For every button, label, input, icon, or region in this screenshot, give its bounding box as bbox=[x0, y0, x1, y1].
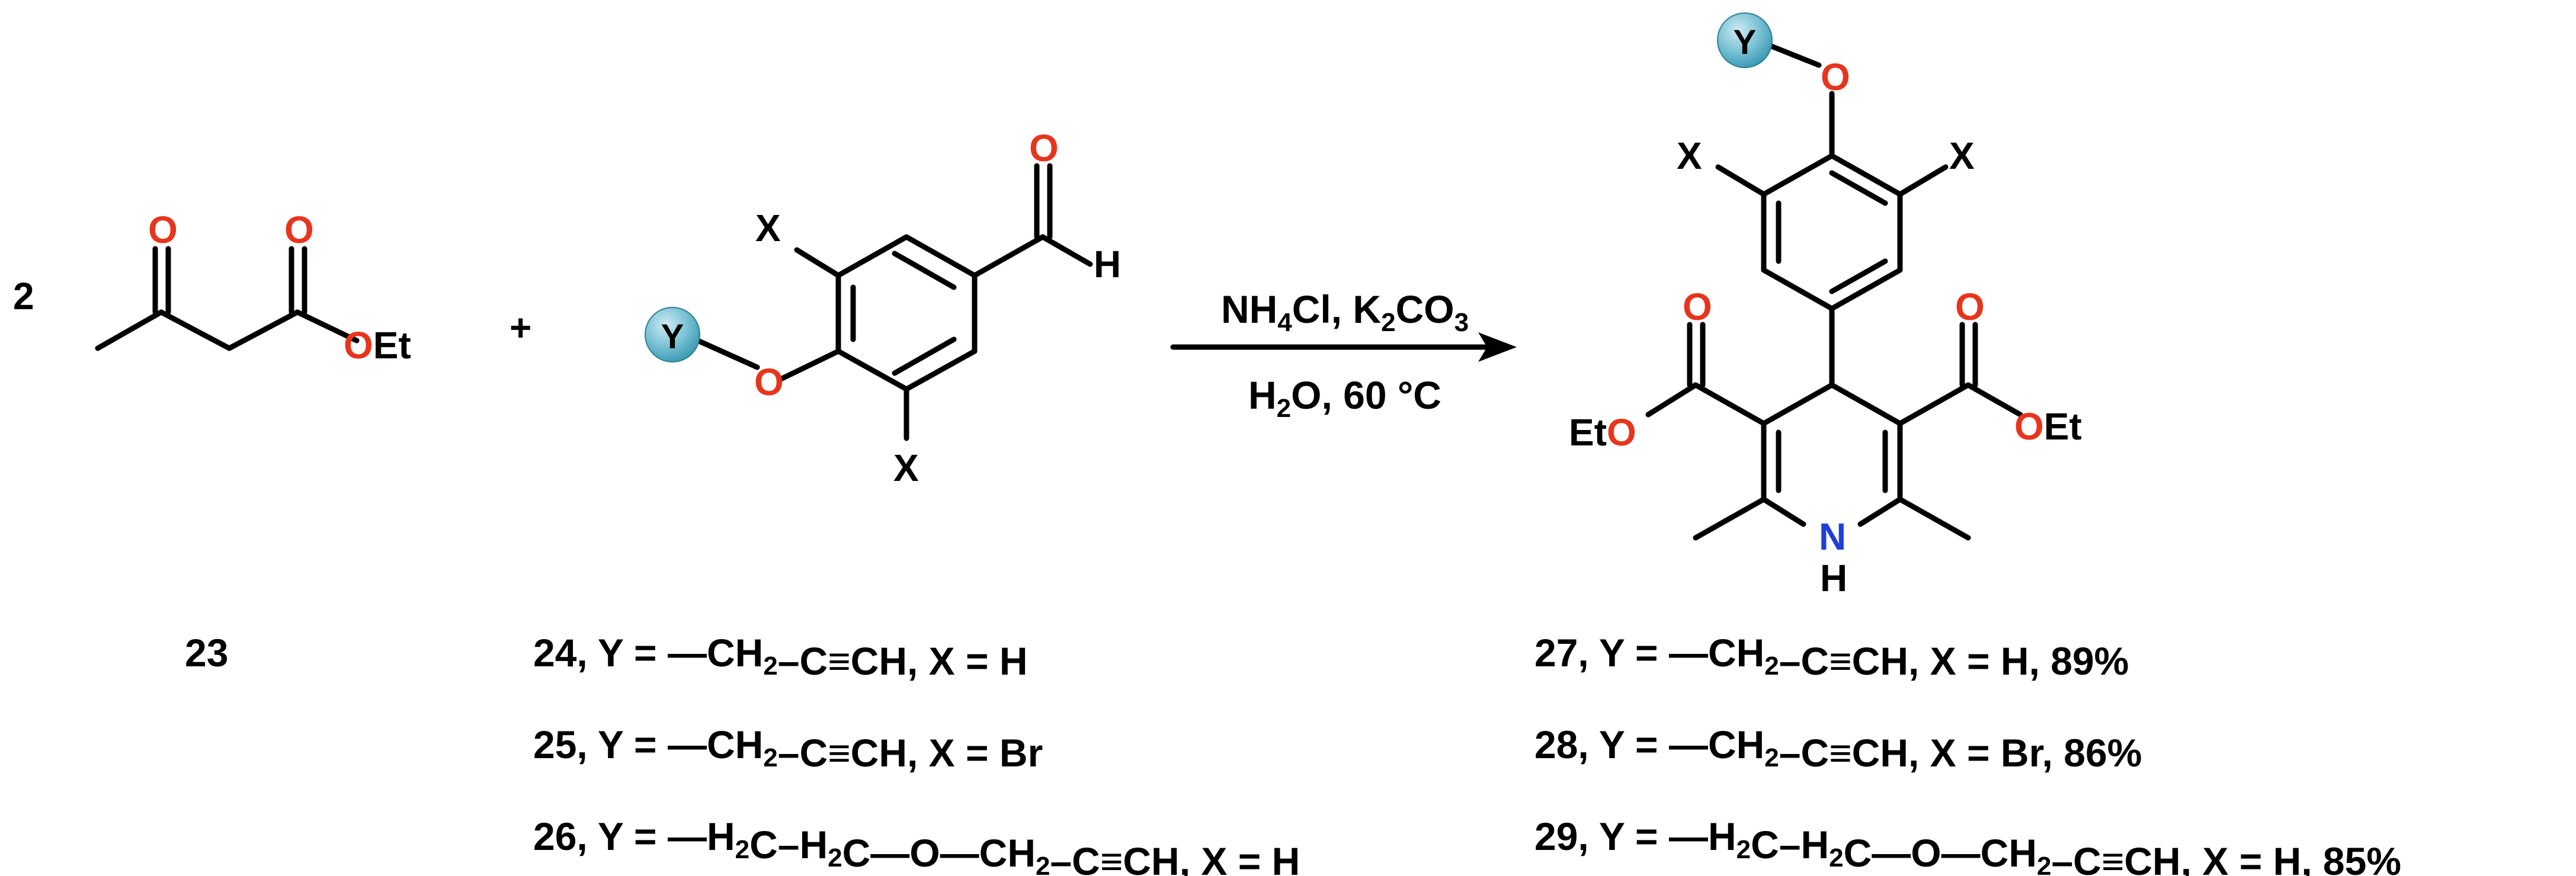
product-left-x-label: X bbox=[1677, 134, 1702, 177]
upper-x-substituent-label: X bbox=[755, 207, 781, 249]
ether-oxygen-label: O bbox=[754, 361, 784, 403]
ketoester-compound-number: 23 bbox=[185, 631, 228, 675]
legend-row: 27, Y = —CH2–C≡CH, X = H, 89% bbox=[1534, 631, 2129, 683]
nh-hydrogen-label: H bbox=[1820, 557, 1847, 599]
left-ethoxy-group-label: EtO bbox=[1569, 411, 1636, 454]
y-group-sphere bbox=[645, 307, 700, 362]
product-right-x-label: X bbox=[1949, 134, 1975, 177]
right-ester-carbonyl-oxygen-label: O bbox=[1955, 285, 1985, 328]
legend-row: 24, Y = —CH2–C≡CH, X = H bbox=[533, 631, 1028, 683]
right-ethoxy-group-label: OEt bbox=[2014, 405, 2082, 448]
benzaldehyde-structure: O H X X O Y bbox=[645, 127, 1121, 489]
ethyl-acetoacetate-structure: 2 O O OEt bbox=[13, 208, 411, 367]
product-ether-oxygen-label: O bbox=[1821, 56, 1850, 98]
legend-row: 26, Y = —H2C–H2C—O—CH2–C≡CH, X = H bbox=[533, 814, 1300, 876]
reaction-arrow bbox=[1170, 332, 1517, 362]
solvent-temperature-label: H2O, 60 °C bbox=[1248, 373, 1441, 423]
stoichiometric-coefficient: 2 bbox=[13, 275, 34, 317]
legend-row: 25, Y = —CH2–C≡CH, X = Br bbox=[533, 723, 1043, 775]
left-ester-carbonyl-oxygen-label: O bbox=[1683, 285, 1712, 328]
y-group-label: Y bbox=[661, 317, 684, 356]
product-label-29: 29, Y = —H2C–H2C—O—CH2–C≡CH, X = H, 85% bbox=[1534, 814, 2401, 876]
aldehyde-label-26: 26, Y = —H2C–H2C—O—CH2–C≡CH, X = H bbox=[533, 814, 1300, 876]
ester-carbonyl-oxygen-label: O bbox=[284, 208, 314, 251]
aldehyde-label-24: 24, Y = —CH2–C≡CH, X = H bbox=[533, 631, 1028, 683]
aldehyde-oxygen-label: O bbox=[1029, 127, 1059, 169]
ketone-oxygen-label: O bbox=[148, 208, 178, 251]
aldehyde-label-25: 25, Y = —CH2–C≡CH, X = Br bbox=[533, 723, 1043, 775]
dihydropyridine-product-structure: Y O X X N H O OEt O EtO bbox=[1569, 12, 2082, 599]
lower-x-substituent-label: X bbox=[893, 447, 919, 489]
product-label-27: 27, Y = —CH2–C≡CH, X = H, 89% bbox=[1534, 631, 2129, 683]
aldehyde-legend: 24, Y = —CH2–C≡CH, X = H 25, Y = —CH2–C≡… bbox=[533, 631, 1300, 876]
product-legend: 27, Y = —CH2–C≡CH, X = H, 89% 28, Y = —C… bbox=[1534, 631, 2401, 876]
nh-nitrogen-label: N bbox=[1819, 515, 1846, 558]
product-label-28: 28, Y = —CH2–C≡CH, X = Br, 86% bbox=[1534, 723, 2142, 775]
ethoxy-group-label: OEt bbox=[344, 324, 411, 367]
legend-row: 29, Y = —H2C–H2C—O—CH2–C≡CH, X = H, 85% bbox=[1534, 814, 2401, 876]
product-y-group-sphere bbox=[1717, 12, 1773, 68]
aldehyde-hydrogen-label: H bbox=[1094, 243, 1121, 285]
product-y-group-label: Y bbox=[1734, 23, 1757, 62]
plus-sign: + bbox=[510, 306, 531, 349]
legend-row: 28, Y = —CH2–C≡CH, X = Br, 86% bbox=[1534, 723, 2142, 775]
reagents-label: NH4Cl, K2CO3 bbox=[1221, 287, 1469, 337]
